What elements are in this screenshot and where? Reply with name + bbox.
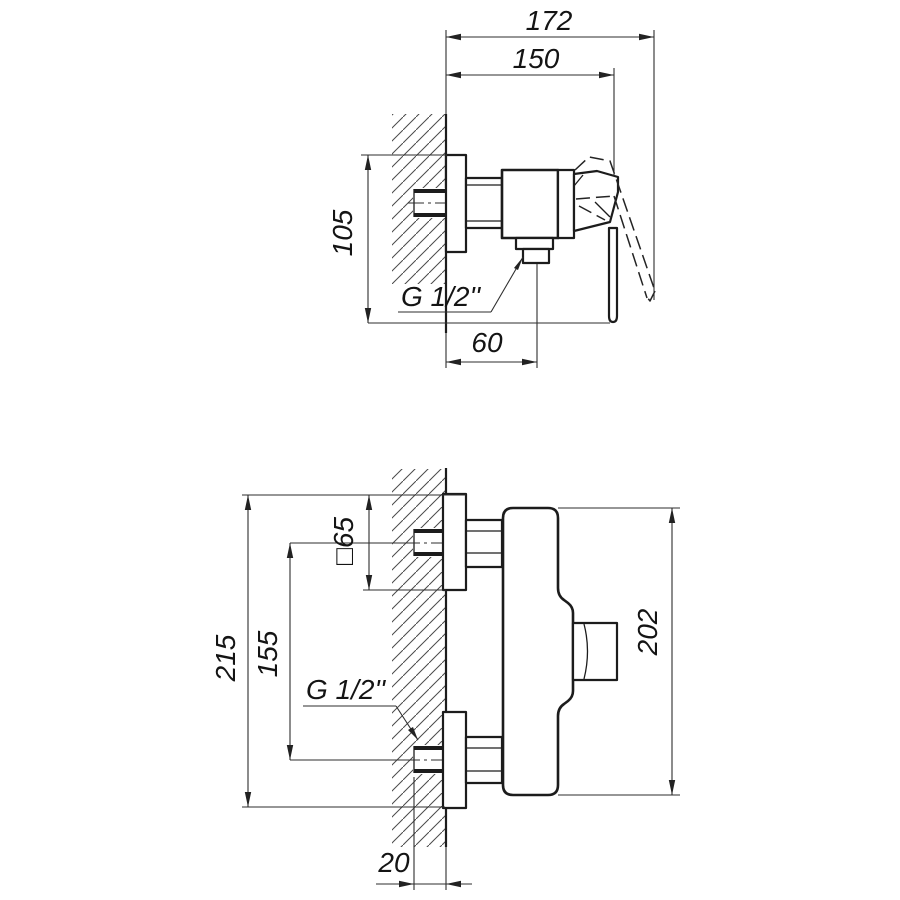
bottom-outlet <box>514 236 555 265</box>
lower-hex-nut <box>464 735 504 785</box>
dim-20-label: 20 <box>377 847 410 878</box>
dimension-215: 215 <box>210 494 466 808</box>
dimension-60: 60 <box>446 264 538 368</box>
mixer-body <box>500 168 560 240</box>
upper-hex-nut <box>464 518 504 569</box>
thread-callout-front: G 1/2'' <box>303 674 419 741</box>
handle-stub <box>571 621 619 682</box>
dim-150-label: 150 <box>513 43 560 74</box>
side-view: 172 150 105 60 G 1/2'' <box>327 5 656 368</box>
dim-105-label: 105 <box>327 209 358 256</box>
cartridge-cover <box>556 168 576 240</box>
dim-202-label: 202 <box>632 608 663 656</box>
dimension-20: 20 <box>376 777 472 890</box>
dim-60-label: 60 <box>471 327 503 358</box>
dimension-65: □65 <box>328 495 446 591</box>
handle-phantom-position <box>574 156 656 302</box>
dimension-202: 202 <box>558 507 680 796</box>
dimension-172: 172 <box>446 5 655 300</box>
lower-inlet-stub <box>413 745 446 774</box>
upper-wall-plate <box>441 492 468 592</box>
wall-plate <box>444 153 468 254</box>
thread-callout-side: G 1/2'' <box>398 256 524 313</box>
dim-65-label: □65 <box>328 517 359 565</box>
dim-172-label: 172 <box>526 5 573 36</box>
handle-lever <box>572 169 620 324</box>
dim-215-label: 215 <box>210 634 241 682</box>
thread-label-front: G 1/2'' <box>306 674 387 705</box>
dimension-105: 105 <box>327 154 447 323</box>
dim-155-label: 155 <box>252 630 283 677</box>
lower-wall-plate <box>441 710 468 810</box>
mixer-body <box>501 506 575 797</box>
dimension-150: 150 <box>446 43 615 176</box>
hex-nut <box>464 176 504 230</box>
thread-label-side: G 1/2'' <box>401 281 482 312</box>
front-view: 215 155 □65 202 <box>210 468 680 890</box>
wall-hatch <box>392 469 446 847</box>
dimension-155: 155 <box>252 543 294 760</box>
